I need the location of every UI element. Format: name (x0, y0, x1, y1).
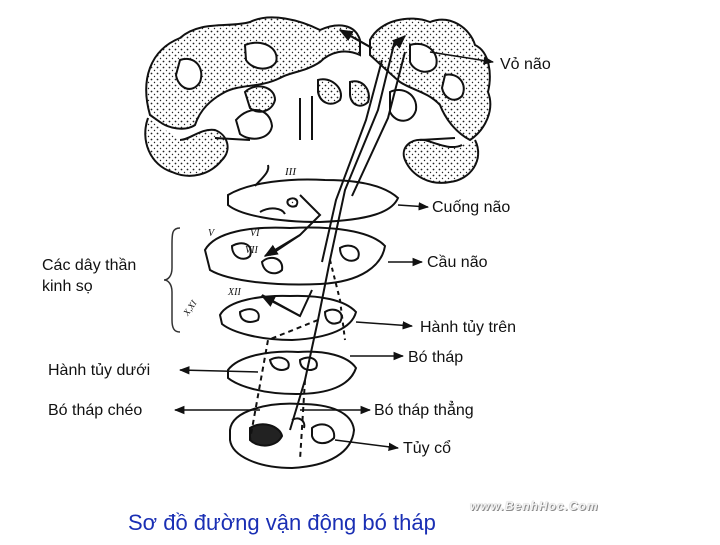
diagram-caption: Sơ đồ đường vận động bó tháp (128, 510, 436, 535)
watermark: www.BenhHoc.Com (470, 499, 599, 513)
label-cuong-nao: Cuống não (432, 199, 511, 216)
label-tuy-co: Tủy cổ (403, 440, 452, 457)
basal-ganglia (214, 78, 456, 141)
midbrain (227, 164, 400, 224)
label-bo-thap-cheo: Bó tháp chéo (48, 402, 143, 419)
cranial-nerve-iii-mark: III (284, 166, 297, 178)
label-vo-nao: Vỏ não (500, 56, 551, 73)
cranial-nerve-vii-mark: VII (245, 245, 258, 256)
label-leader-arrows (173, 51, 495, 451)
cranial-nerve-v-mark: V (208, 228, 216, 239)
cranial-nerve-xii-mark: XII (227, 287, 241, 298)
lower-medulla (227, 350, 358, 396)
cranial-nerve-x-xi-mark: X,XI (181, 298, 200, 319)
label-cac-day-than-kinh-so-line2: kinh sọ (42, 278, 93, 295)
label-bo-thap: Bó tháp (408, 349, 464, 366)
cranial-nerves-brace (163, 227, 181, 333)
cerebral-cortex (144, 16, 492, 184)
label-cau-nao: Cầu não (427, 254, 488, 271)
upper-medulla (218, 294, 358, 342)
cervical-spinal-cord (229, 402, 356, 470)
label-hanh-tuy-tren: Hành tủy trên (420, 319, 517, 336)
label-hanh-tuy-duoi: Hành tủy dưới (48, 362, 151, 379)
tract-arrows (260, 29, 407, 317)
cranial-nerve-vi-mark: VI (250, 228, 260, 239)
label-bo-thap-thang: Bó tháp thẳng (374, 402, 474, 419)
label-cac-day-than-kinh-so-line1: Các dây thần (42, 257, 137, 274)
pons (203, 226, 387, 286)
